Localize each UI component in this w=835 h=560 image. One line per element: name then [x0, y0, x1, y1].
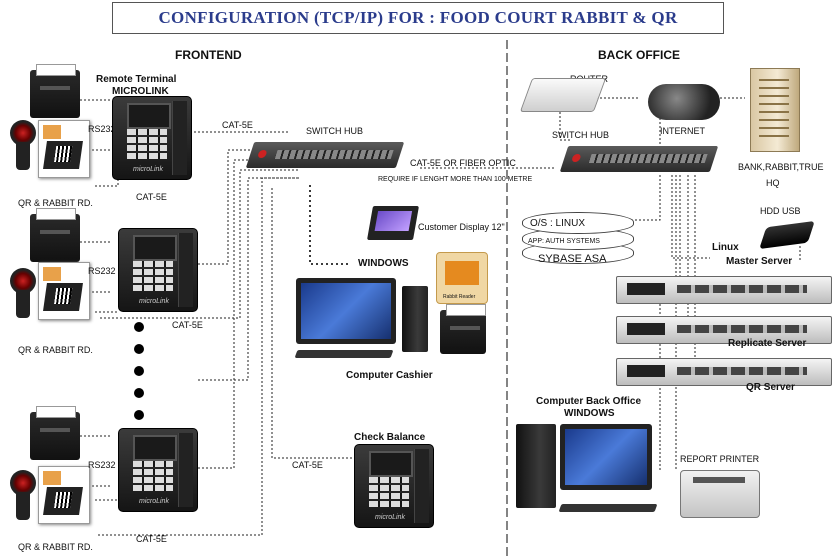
check-balance-label: Check Balance: [354, 432, 426, 443]
rabbit-reader-device: Rabbit Reader: [436, 252, 488, 304]
bo-switch-hub-label: SWITCH HUB: [552, 130, 609, 140]
qr-rabbit-label-3: QR & RABBIT RD.: [18, 542, 93, 552]
cat5e-label-3: CAT-5E: [172, 320, 203, 330]
qr-rabbit-reader-3: [38, 466, 90, 524]
internet-label: INTERNET: [660, 126, 705, 136]
replicate-server-label: Replicate Server: [728, 338, 807, 349]
windows-label: WINDOWS: [358, 258, 409, 269]
receipt-printer-2: [30, 208, 80, 262]
qr-rabbit-label-2: QR & RABBIT RD.: [18, 345, 93, 355]
bank-label-line1: BANK,RABBIT,TRUE: [738, 162, 824, 172]
remote-terminal-label: Remote Terminal: [96, 74, 177, 85]
require-note: REQUIRE IF LENGHT MORE THAN 100 METRE: [378, 176, 533, 183]
backoffice-monitor: [560, 424, 652, 490]
qr-rabbit-reader-1: [38, 120, 90, 178]
frontend-switch-hub: [245, 142, 405, 168]
receipt-printer-3: [30, 406, 80, 460]
router-device: [519, 78, 607, 112]
barcode-scanner-1: [10, 120, 36, 170]
cat5e-label-2: CAT-5E: [136, 192, 167, 202]
backoffice-tower: [516, 424, 556, 508]
ellipsis-dot: [134, 410, 144, 420]
qr-rabbit-label-1: QR & RABBIT RD.: [18, 198, 93, 208]
cat5e-fiber-label: CAT-5E OR FIBER OPTIC: [410, 158, 516, 168]
qr-server-label: QR Server: [746, 382, 795, 393]
cat5e-label-1: CAT-5E: [222, 120, 253, 130]
microlink-terminal-1: microLink: [112, 96, 192, 180]
replicate-server: [616, 316, 832, 344]
backoffice-switch-hub: [559, 146, 719, 172]
ellipsis-dot: [134, 366, 144, 376]
rs232-label-1: RS232: [88, 124, 116, 134]
cashier-printer: [440, 304, 486, 354]
switch-hub-label: SWITCH HUB: [306, 126, 363, 136]
diagram-title: CONFIGURATION (TCP/IP) FOR : FOOD COURT …: [112, 2, 724, 34]
bank-hq-server: [750, 68, 800, 152]
barcode-scanner-2: [10, 268, 36, 318]
bank-label-line2: HQ: [766, 178, 780, 188]
cbo-label-line1: Computer Back Office: [536, 396, 642, 407]
rs232-label-3: RS232: [88, 460, 116, 470]
rs232-label-2: RS232: [88, 266, 116, 276]
ellipsis-dot: [134, 322, 144, 332]
cat5e-label-4: CAT-5E: [136, 534, 167, 544]
cat5e-label-5: CAT-5E: [292, 460, 323, 470]
master-server-label: Master Server: [726, 256, 793, 267]
sybase-label: SYBASE ASA: [538, 253, 607, 265]
report-printer-label: REPORT PRINTER: [680, 454, 760, 464]
computer-cashier-label: Computer Cashier: [346, 370, 433, 381]
cashier-keyboard: [294, 350, 394, 358]
master-server: [616, 276, 832, 304]
db-layer-os: [522, 212, 634, 234]
hdd-usb-label: HDD USB: [760, 206, 801, 216]
app-auth-label: APP: AUTH SYSTEMS: [528, 238, 600, 245]
report-printer: [680, 470, 760, 518]
check-balance-terminal: microLink: [354, 444, 434, 528]
qr-server: [616, 358, 832, 386]
backoffice-heading: BACK OFFICE: [598, 48, 680, 62]
receipt-printer-1: [30, 64, 80, 118]
qr-rabbit-reader-2: [38, 262, 90, 320]
microlink-label: MICROLINK: [112, 86, 169, 97]
frontend-heading: FRONTEND: [175, 48, 242, 62]
backoffice-keyboard: [558, 504, 658, 512]
cashier-tower: [402, 286, 428, 352]
linux-label: Linux: [712, 242, 739, 253]
os-linux-label: O/S : LINUX: [530, 218, 586, 229]
microlink-terminal-2: microLink: [118, 228, 198, 312]
ellipsis-dot: [134, 344, 144, 354]
ellipsis-dot: [134, 388, 144, 398]
customer-display: [367, 206, 419, 240]
customer-display-label: Customer Display 12": [418, 222, 505, 232]
cashier-monitor: [296, 278, 396, 344]
microlink-terminal-3: microLink: [118, 428, 198, 512]
barcode-scanner-3: [10, 470, 36, 520]
cbo-label-line2: WINDOWS: [564, 408, 615, 419]
internet-cloud: [648, 84, 720, 120]
